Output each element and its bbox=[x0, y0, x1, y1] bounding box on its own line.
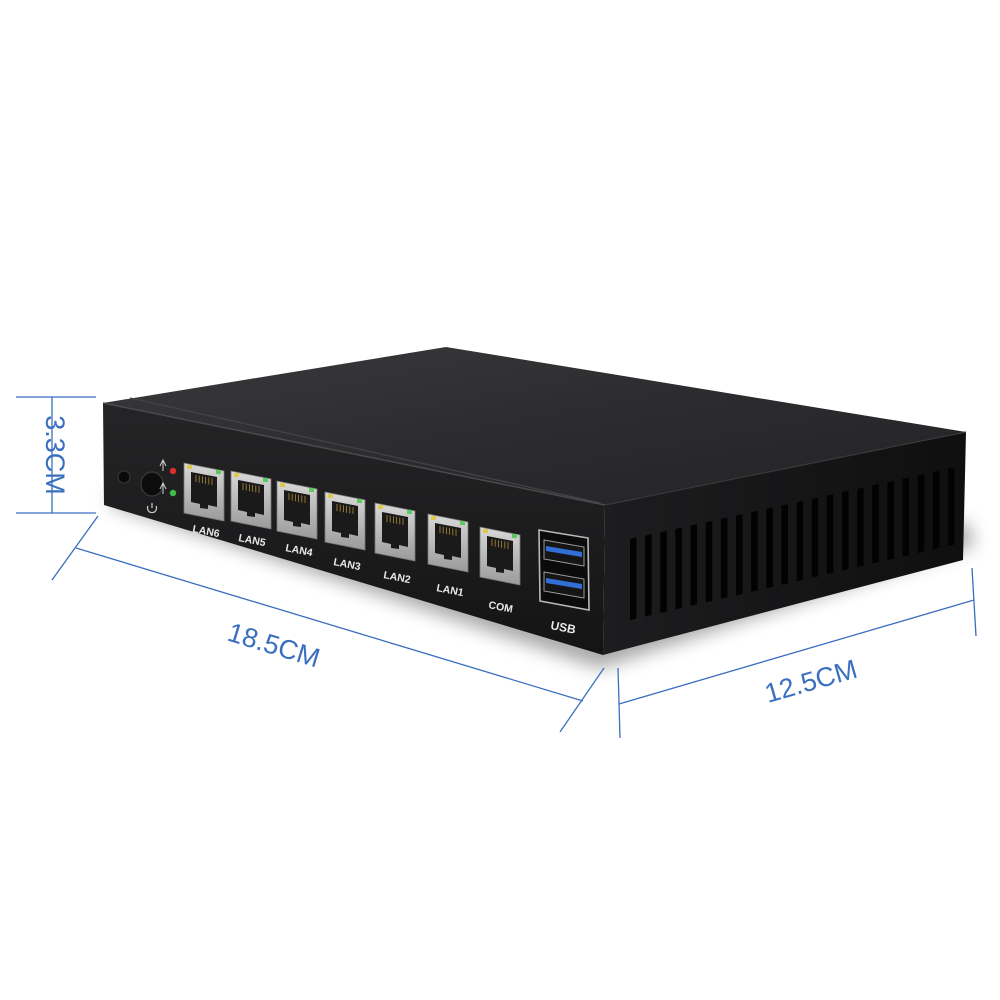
port-label-lan3: LAN3 bbox=[332, 556, 361, 573]
width-tick-left bbox=[617, 667, 621, 739]
vent-slot bbox=[660, 530, 667, 613]
red-led bbox=[169, 467, 177, 475]
vent-slot bbox=[932, 470, 940, 550]
vent-slot bbox=[781, 504, 788, 585]
reset-button[interactable] bbox=[117, 470, 131, 484]
usb-ports bbox=[538, 529, 590, 611]
rj45-port-lan4[interactable] bbox=[276, 480, 318, 540]
vent-slot bbox=[842, 490, 849, 571]
vent-slot bbox=[766, 507, 773, 589]
usb-port-upper[interactable] bbox=[546, 546, 582, 557]
width-label: 12.5CM bbox=[761, 654, 860, 709]
power-icon bbox=[146, 503, 158, 514]
rj45-port-lan3[interactable] bbox=[324, 491, 366, 551]
port-label-lan2: LAN2 bbox=[382, 569, 411, 586]
vent-slot bbox=[736, 514, 743, 596]
vent-slot bbox=[857, 487, 864, 568]
vent-slot bbox=[675, 527, 682, 610]
vent-slot bbox=[630, 537, 637, 620]
hdd-activity-icon bbox=[159, 458, 167, 494]
vent-slot bbox=[705, 520, 713, 603]
vent-slot bbox=[902, 477, 910, 557]
vent-slot bbox=[720, 517, 728, 599]
port-label-lan6: LAN6 bbox=[191, 523, 220, 540]
port-label-lan1: LAN1 bbox=[435, 582, 464, 599]
port-label-lan4: LAN4 bbox=[284, 542, 313, 559]
vent-slot bbox=[690, 524, 698, 606]
side-edge-highlight bbox=[604, 431, 967, 506]
length-label: 18.5CM bbox=[224, 617, 323, 673]
vent-slot bbox=[826, 494, 834, 575]
vent-slot bbox=[796, 500, 804, 582]
rj45-ports bbox=[183, 462, 521, 586]
rj45-port-lan2[interactable] bbox=[374, 502, 416, 562]
ventilation-grille bbox=[630, 467, 955, 620]
rj45-port-lan6[interactable] bbox=[183, 462, 225, 522]
vent-slot bbox=[751, 510, 758, 592]
rj45-port-com[interactable] bbox=[479, 526, 521, 586]
port-label-lan5: LAN5 bbox=[237, 532, 266, 549]
chassis-seam bbox=[129, 397, 601, 504]
power-button[interactable] bbox=[140, 471, 164, 497]
length-tick-left bbox=[51, 515, 99, 581]
vent-slot bbox=[872, 484, 879, 564]
port-label-com: COM bbox=[487, 599, 514, 616]
green-led bbox=[169, 489, 177, 497]
port-label-usb: USB bbox=[549, 618, 577, 637]
height-label: 3.3CM bbox=[40, 415, 70, 495]
length-dimension-line bbox=[75, 547, 584, 702]
rj45-port-lan1[interactable] bbox=[427, 513, 469, 573]
dimension-lines bbox=[16, 396, 977, 739]
vent-slot bbox=[811, 497, 819, 578]
length-tick-right bbox=[559, 667, 605, 733]
vent-slot bbox=[645, 534, 652, 617]
vent-slot bbox=[948, 467, 955, 546]
width-dimension-line bbox=[618, 599, 975, 705]
rj45-port-lan5[interactable] bbox=[230, 470, 272, 530]
usb-port-lower[interactable] bbox=[546, 578, 582, 589]
front-edge-highlight bbox=[102, 402, 606, 506]
chassis-top bbox=[103, 347, 966, 505]
vent-slot bbox=[887, 480, 894, 561]
vent-slot bbox=[917, 474, 925, 554]
width-tick-right bbox=[971, 567, 977, 637]
